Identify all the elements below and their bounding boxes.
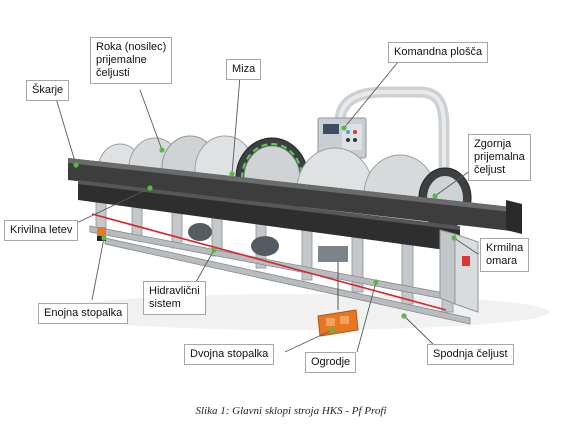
control-cabinet bbox=[439, 229, 479, 313]
hydraulic-units bbox=[188, 223, 348, 262]
double-pedal bbox=[317, 262, 359, 337]
label-krivilna-letev: Krivilna letev bbox=[4, 220, 79, 241]
label-miza: Miza bbox=[226, 59, 262, 80]
label-komandna-plosca: Komandna plošča bbox=[388, 42, 489, 63]
label-roka-line-3: čeljusti bbox=[96, 67, 130, 79]
figure-caption: Slika 1: Glavni sklopi stroja HKS - Pf P… bbox=[195, 405, 387, 417]
label-spodnja-celjust: Spodnja čeljust bbox=[427, 344, 514, 365]
callout-lines bbox=[54, 61, 479, 353]
label-enojna-stopalka: Enojna stopalka bbox=[38, 303, 129, 324]
label-roka-line-1: Roka (nosilec) bbox=[96, 41, 167, 53]
label-roka-line-2: prijemalne bbox=[96, 54, 147, 66]
label-roka: Roka (nosilec) prijemalne čeljusti bbox=[90, 37, 173, 84]
label-dvojna-stopalka: Dvojna stopalka bbox=[184, 344, 275, 365]
label-krmilna-line-1: Krmilna bbox=[486, 242, 524, 254]
label-zgornja-celjust: Zgornja prijemalna čeljust bbox=[468, 134, 531, 181]
label-krmilna-line-2: omara bbox=[486, 255, 518, 267]
callout-dots bbox=[73, 125, 457, 333]
label-ogrodje: Ogrodje bbox=[305, 352, 357, 373]
beam-end-cap bbox=[506, 200, 522, 234]
label-hidravlicni-line-1: Hidravlični bbox=[149, 285, 200, 297]
main-beam bbox=[68, 158, 520, 252]
label-zgornja-line-3: čeljust bbox=[474, 164, 506, 176]
label-hidravlicni-line-2: sistem bbox=[149, 298, 181, 310]
label-skarje: Škarje bbox=[26, 80, 70, 101]
label-zgornja-line-2: prijemalna bbox=[474, 151, 525, 163]
laser-line bbox=[91, 213, 447, 311]
label-zgornja-line-1: Zgornja bbox=[474, 138, 512, 150]
label-krmilna-omara: Krmilna omara bbox=[480, 238, 530, 272]
label-hidravlicni-sistem: Hidravlični sistem bbox=[143, 281, 206, 315]
